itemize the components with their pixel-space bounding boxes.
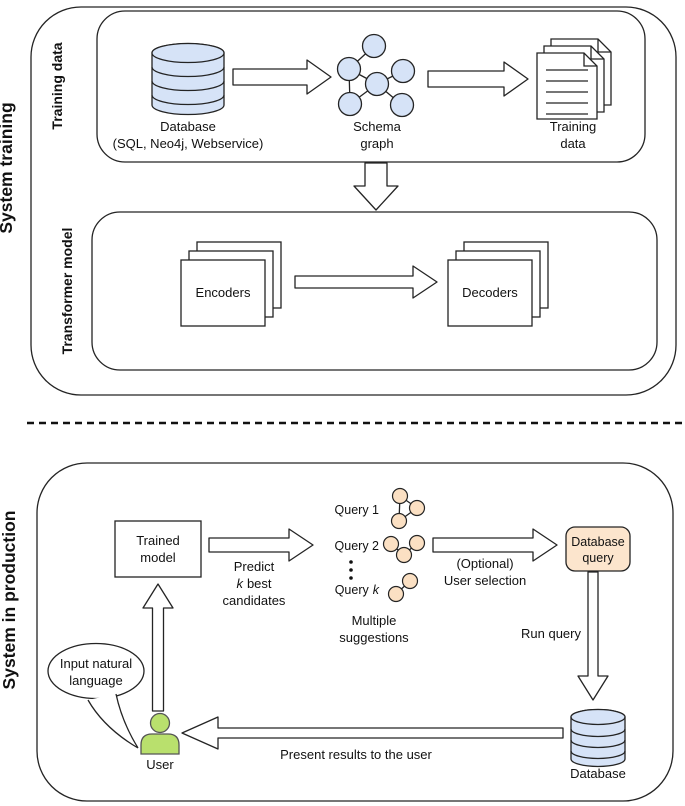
arrow-queries-to-dbquery: [432, 528, 558, 562]
encoders-stack-icon: [180, 241, 282, 327]
database-query-label-1: Database: [571, 535, 625, 549]
trained-model-label-2: model: [140, 550, 176, 565]
multiple-suggestions-label-2: suggestions: [339, 630, 409, 645]
present-results-label: Present results to the user: [280, 747, 432, 762]
arrow-database-to-schema: [232, 59, 332, 95]
database-query-label-2: query: [582, 551, 614, 565]
schema-graph-label-2: graph: [360, 136, 393, 151]
training-docs-label-2: data: [560, 136, 586, 151]
encoders-label: Encoders: [196, 285, 251, 300]
speech-label-2: language: [69, 673, 123, 688]
trained-model-box: [114, 520, 202, 578]
arrow-encoders-to-decoders: [294, 265, 438, 299]
transformer-model-group: Transformer model Encoders Decoders: [59, 211, 658, 371]
arrow-results-to-user: [181, 716, 564, 750]
query1-label: Query 1: [335, 503, 380, 517]
speech-label-1: Input natural: [60, 656, 132, 671]
ellipsis-dots: [349, 560, 353, 580]
speech-bubble: Input natural language: [47, 642, 145, 749]
documents-icon: [536, 38, 612, 120]
decoders-stack-icon: [447, 241, 549, 327]
run-query-label: Run query: [521, 626, 581, 641]
user-label: User: [146, 757, 174, 772]
predict-label-3: candidates: [223, 593, 286, 608]
optional-label-1: (Optional): [456, 556, 513, 571]
trained-model-label-1: Trained: [136, 533, 180, 548]
database-query-box: [565, 526, 631, 572]
database-title: Database: [160, 119, 216, 134]
training-data-group: Training data Database (SQL, Neo4j, Webs…: [49, 10, 646, 163]
production-database-icon: [570, 708, 626, 768]
arrow-model-to-queries: [208, 528, 314, 562]
arrow-schema-to-docs: [427, 61, 529, 97]
transformer-model-label: Transformer model: [59, 228, 75, 355]
queryk-graph-icon: [387, 572, 419, 603]
user-icon: [140, 712, 180, 755]
arrow-trainingdata-to-transformer: [353, 162, 399, 211]
system-production-section: System in production Trained model Predi…: [0, 462, 674, 802]
optional-label-2: User selection: [444, 573, 526, 588]
system-training-label: System training: [0, 102, 16, 233]
database-subtitle: (SQL, Neo4j, Webservice): [113, 136, 264, 151]
predict-label-1: Predict: [234, 559, 275, 574]
arrow-run-query: [577, 571, 609, 701]
production-database-label: Database: [570, 766, 626, 781]
schema-graph-icon: [336, 33, 416, 118]
query1-graph-icon: [390, 487, 426, 530]
query2-label: Query 2: [335, 539, 380, 553]
transformer-model-box: [91, 211, 658, 371]
training-data-label: Training data: [49, 42, 65, 129]
schema-graph-label-1: Schema: [353, 119, 401, 134]
query2-graph-icon: [382, 534, 426, 564]
multiple-suggestions-label-1: Multiple: [352, 613, 397, 628]
arrow-user-to-model: [142, 583, 174, 712]
database-icon: [151, 42, 225, 116]
system-training-section: System training Training data Database (…: [0, 6, 677, 396]
training-docs-label-1: Training: [550, 119, 596, 134]
decoders-label: Decoders: [462, 285, 518, 300]
system-production-label: System in production: [0, 511, 19, 690]
